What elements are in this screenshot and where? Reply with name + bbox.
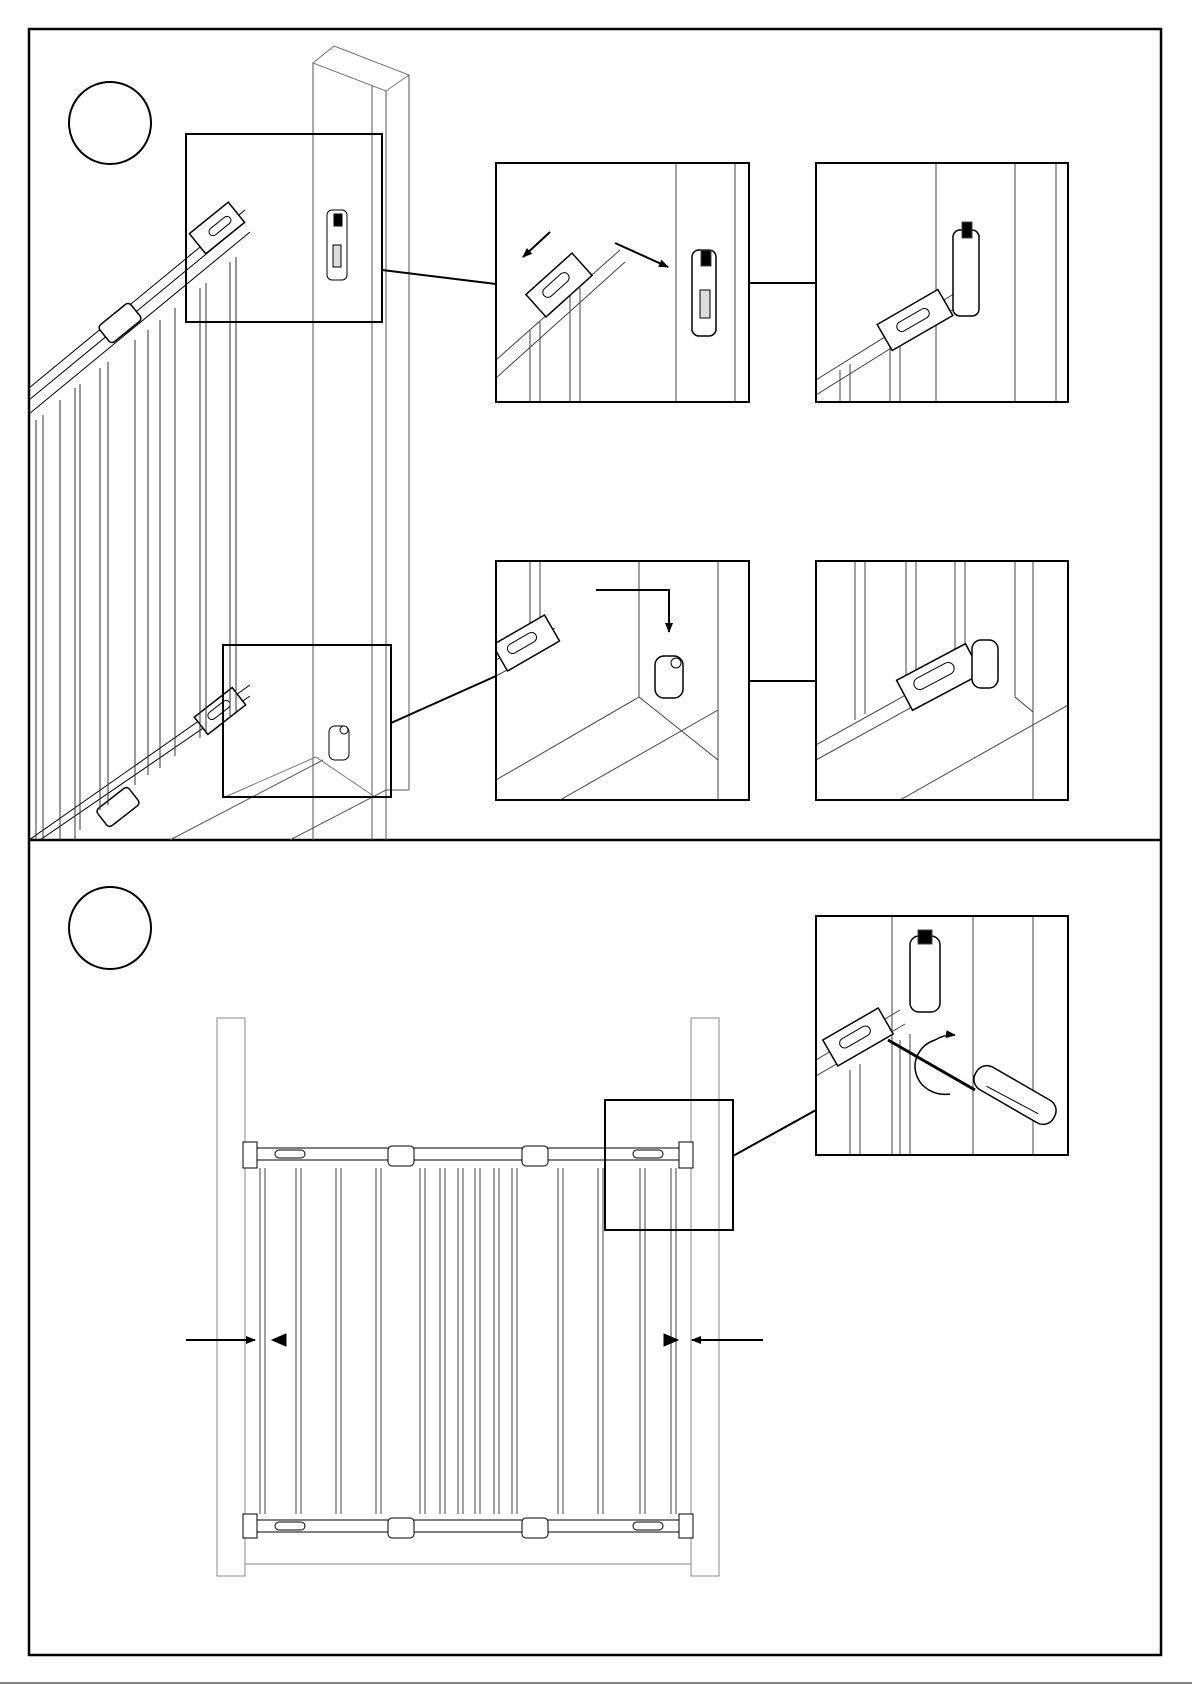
gap-marker-left (272, 1334, 286, 1346)
step-1-gate-illustration (29, 46, 409, 840)
lower-callout-frame (223, 645, 391, 797)
rotate-clockwise-icon (915, 1035, 955, 1095)
arrow-left-icon (523, 232, 550, 257)
upper-rail (29, 202, 250, 414)
detail-upper-before (496, 163, 749, 402)
upper-callout-leader (382, 270, 496, 284)
detail-screwdriver-adjustment (816, 916, 1068, 1155)
upper-wall-bracket (327, 210, 347, 280)
step-2-number-circle (69, 887, 151, 969)
detail-upper-attached (816, 163, 1068, 402)
lower-rail (29, 685, 250, 840)
gate-frame (243, 1142, 693, 1538)
step-2-callout-frame (605, 1100, 733, 1230)
detail-lower-before (493, 561, 749, 800)
lower-wall-bracket (329, 726, 349, 760)
gate-bars (36, 257, 236, 840)
screwdriver-icon (888, 1040, 1060, 1129)
step-1-number-circle (69, 82, 151, 164)
arrow-down-icon (596, 590, 669, 632)
lower-callout-leader (391, 676, 496, 723)
step-2 (69, 887, 1068, 1576)
step-2-gate-front-view (186, 1018, 763, 1576)
step-2-callout-leader (733, 1110, 816, 1156)
step-1 (29, 46, 1068, 840)
detail-lower-attached (816, 561, 1068, 800)
page-border (29, 29, 1161, 1655)
detail-frame (816, 163, 1068, 402)
gate-bars-front (260, 1168, 676, 1514)
